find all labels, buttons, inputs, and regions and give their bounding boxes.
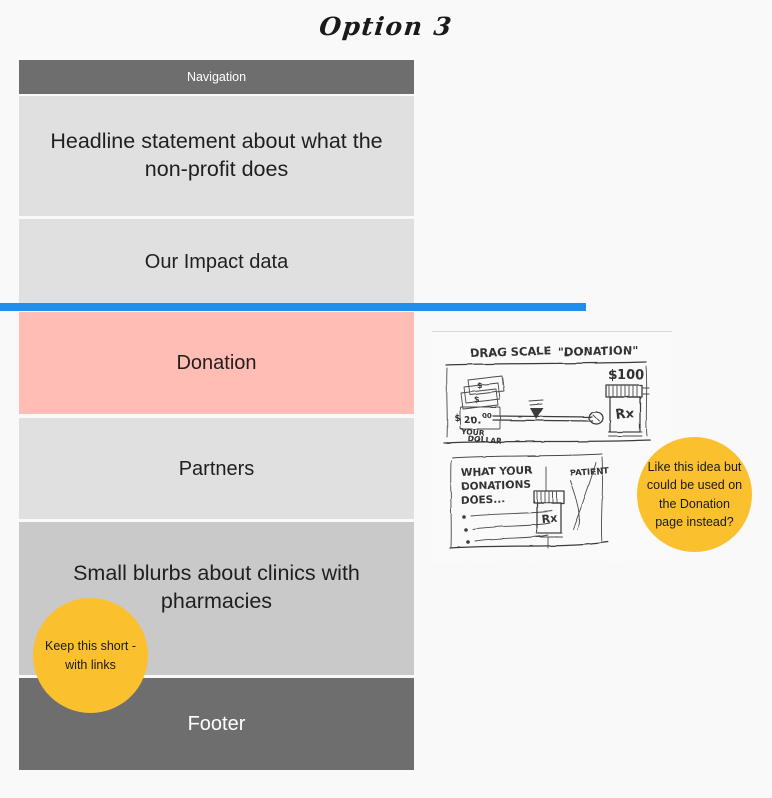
svg-text:20.: 20. — [464, 415, 481, 426]
wireframe-column: Navigation Headline statement about what… — [19, 60, 414, 770]
wireframe-block-partners[interactable]: Partners — [19, 418, 414, 519]
sketch-top-rule — [432, 331, 672, 332]
svg-text:00: 00 — [482, 412, 492, 420]
annotation-donation-page-text: Like this idea but could be used on the … — [646, 460, 743, 529]
wireframe-block-impact[interactable]: Our Impact data — [19, 219, 414, 305]
wireframe-block-impact-label: Our Impact data — [144, 251, 289, 273]
page-title: Option 3 — [317, 12, 455, 41]
wireframe-block-navigation[interactable]: Navigation — [19, 60, 414, 94]
svg-text:PATIENT: PATIENT — [570, 466, 610, 479]
svg-text:$: $ — [454, 414, 460, 424]
svg-text:$: $ — [474, 395, 480, 404]
svg-text:Rx: Rx — [615, 406, 635, 423]
wireframe-block-headline-label: Headline statement about what the non-pr… — [50, 129, 383, 181]
svg-text:DOES...: DOES... — [461, 493, 506, 507]
annotation-donation-page[interactable]: Like this idea but could be used on the … — [637, 437, 752, 552]
annotation-keep-short[interactable]: Keep this short - with links — [33, 598, 148, 713]
wireframe-block-blurbs-label: Small blurbs about clinics with pharmaci… — [73, 560, 360, 613]
wireframe-block-footer-label: Footer — [187, 713, 246, 735]
svg-text:$: $ — [477, 381, 483, 390]
svg-text:Rx: Rx — [541, 512, 558, 526]
svg-text:$100: $100 — [608, 368, 644, 383]
wireframe-block-navigation-label: Navigation — [186, 69, 247, 84]
svg-text:DONATIONS: DONATIONS — [461, 479, 531, 493]
svg-text:DOLLAR: DOLLAR — [468, 434, 503, 445]
annotation-keep-short-text: Keep this short - with links — [45, 639, 137, 672]
wireframe-block-headline[interactable]: Headline statement about what the non-pr… — [19, 96, 414, 216]
svg-text:"DONATION": "DONATION" — [558, 343, 639, 359]
sketch-drawing: DRAG SCALE "DONATION" $ $ $ 20. 00 — [430, 333, 674, 564]
svg-text:WHAT YOUR: WHAT YOUR — [461, 465, 533, 479]
wireframe-block-donation-label: Donation — [176, 352, 257, 374]
svg-text:YOUR: YOUR — [460, 427, 485, 438]
sketch-panel: DRAG SCALE "DONATION" $ $ $ 20. 00 — [430, 331, 674, 564]
sketch-paper: DRAG SCALE "DONATION" $ $ $ 20. 00 — [430, 333, 674, 564]
wireframe-block-donation[interactable]: Donation — [19, 312, 414, 414]
blue-divider-line — [0, 303, 586, 311]
svg-text:DRAG SCALE: DRAG SCALE — [470, 344, 552, 360]
wireframe-block-partners-label: Partners — [178, 457, 255, 480]
